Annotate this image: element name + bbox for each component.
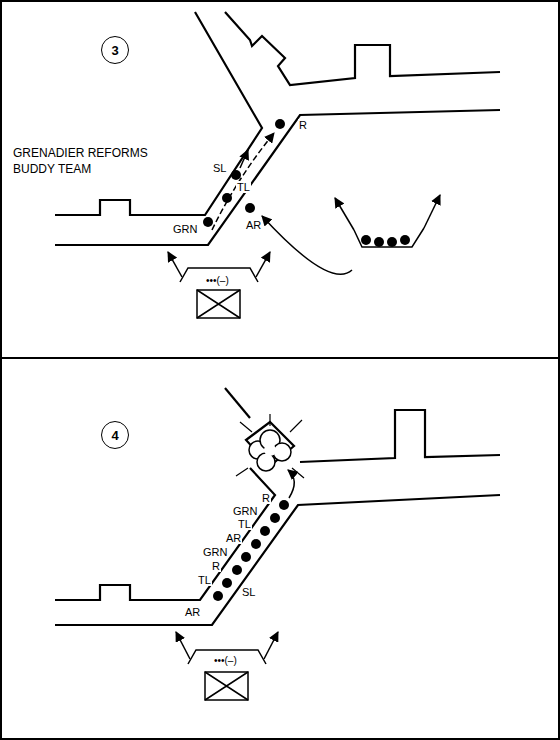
position-label: R (298, 119, 308, 131)
position-label: TL (197, 574, 212, 586)
annotation: GRENADIER REFORMS BUDDY TEAM (12, 145, 174, 177)
position-label: GRN (202, 546, 228, 558)
unit-size: •••(–) (205, 275, 230, 286)
position-label: R (211, 560, 221, 572)
step-number: 3 (111, 43, 118, 58)
position-label: TL (236, 181, 251, 193)
step-number-circle: 4 (101, 421, 129, 449)
step-number-circle: 3 (101, 36, 129, 64)
position-label: AR (225, 532, 242, 544)
position-label: TL (237, 518, 252, 530)
position-label: SL (241, 586, 256, 598)
position-label: GRN (172, 223, 198, 235)
position-label: SL (212, 162, 227, 174)
position-label: R (261, 492, 271, 504)
step-number: 4 (111, 428, 118, 443)
position-label: GRN (232, 505, 258, 517)
unit-size: •••(–) (213, 655, 238, 666)
position-label: AR (245, 219, 262, 231)
position-label: AR (184, 606, 201, 618)
